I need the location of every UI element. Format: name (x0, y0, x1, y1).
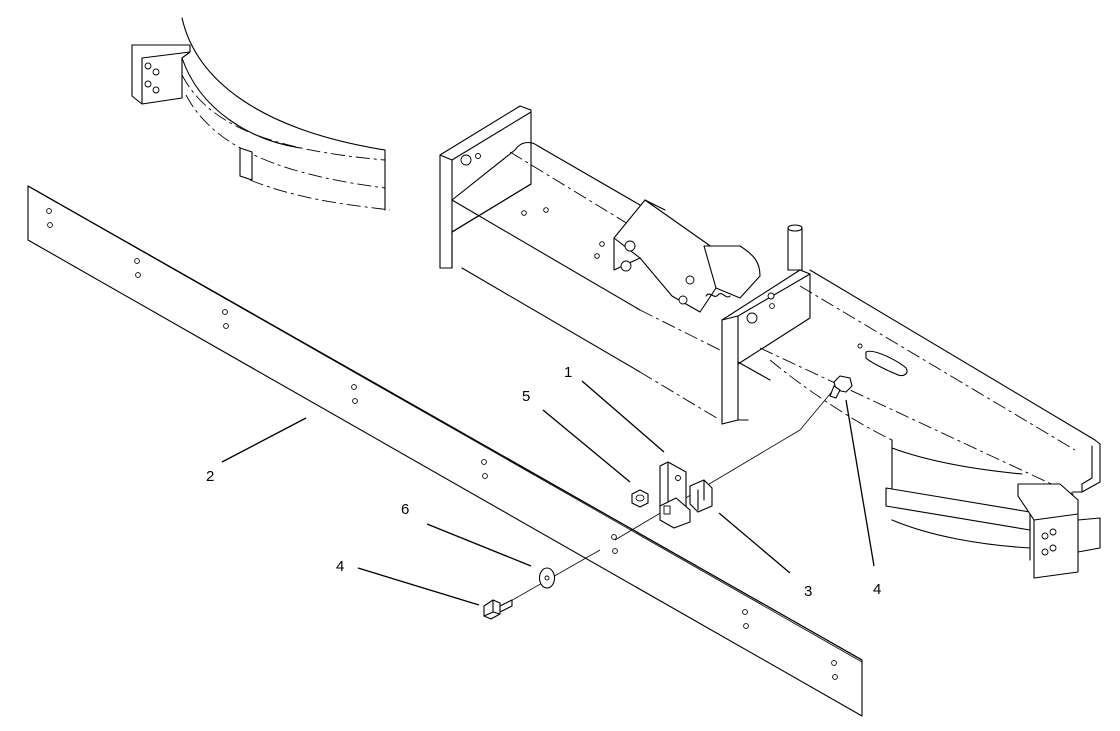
callout-4-lower: 4 (336, 558, 344, 575)
bolt-part-4-upper (829, 375, 853, 399)
callout-1: 1 (564, 364, 572, 381)
callout-4-upper: 4 (873, 581, 881, 598)
washer-part-6 (538, 567, 556, 589)
clamp-bracket-part-1 (659, 461, 691, 529)
clip-part-3 (689, 479, 713, 513)
left-mount-plate (131, 44, 191, 105)
flat-bar-part-2 (27, 185, 863, 717)
hitch-bracket (613, 199, 761, 313)
right-mount-plate (1017, 483, 1101, 579)
callout-leaders (221, 380, 875, 606)
center-right-mount-plate (721, 269, 811, 425)
callout-labels: 1 2 3 4 4 5 6 (206, 364, 881, 600)
callout-2: 2 (206, 468, 214, 485)
nut-part-5 (631, 489, 649, 508)
left-curved-strap (181, 17, 391, 211)
bar-holes (46, 208, 838, 680)
right-channel-beam (737, 269, 1101, 496)
right-curved-strap (769, 359, 1031, 561)
bolt-part-4-lower (483, 599, 513, 620)
callout-5: 5 (522, 388, 530, 405)
callout-3: 3 (804, 583, 812, 600)
center-left-mount-plate (439, 105, 532, 269)
pin-post (787, 224, 803, 271)
frame-assembly (131, 17, 1101, 579)
callout-6: 6 (401, 501, 409, 518)
